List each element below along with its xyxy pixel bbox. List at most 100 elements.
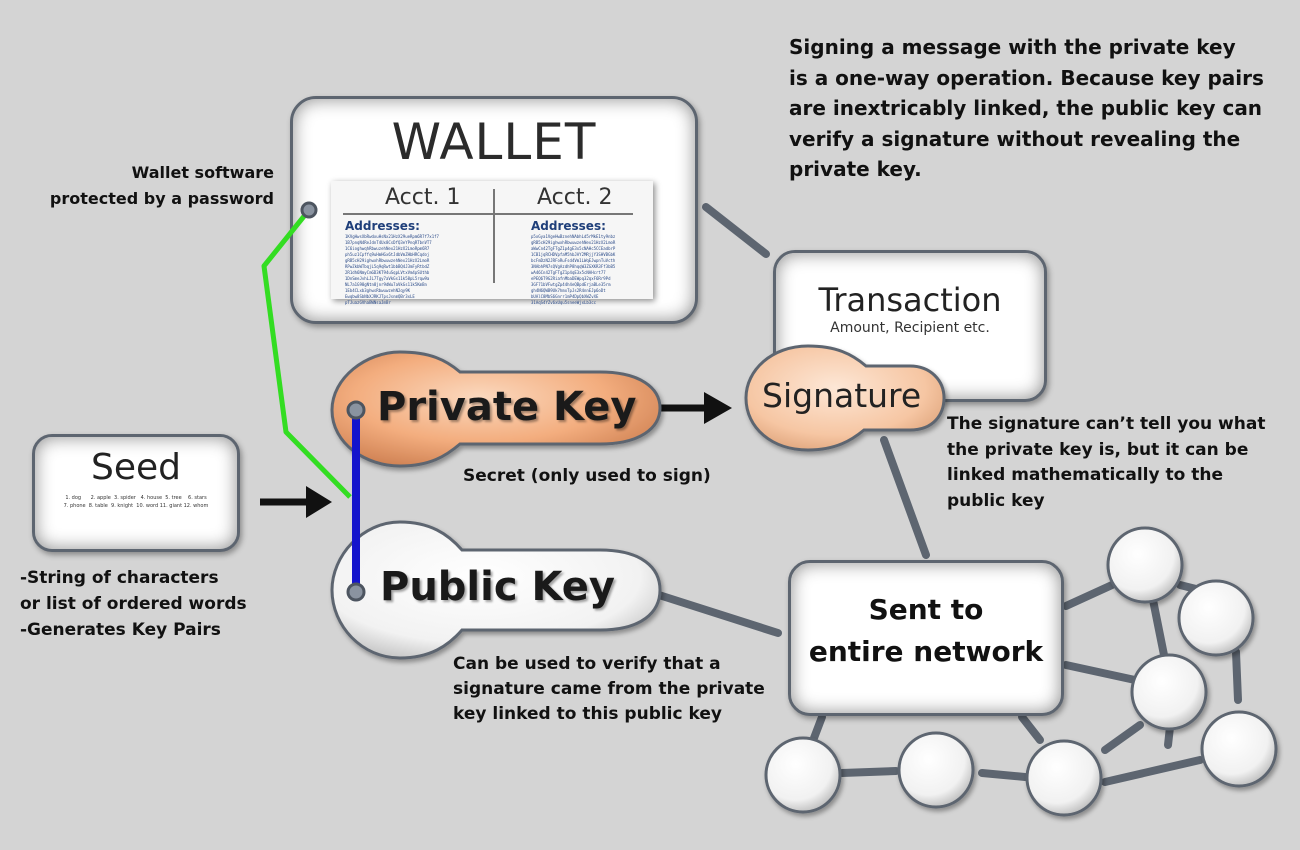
network-edge [1101, 756, 1204, 786]
public-key-hole-icon [346, 582, 366, 602]
wallet-box: WALLET Acct. 1 Acct. 2 Addresses: Addres… [290, 96, 698, 324]
network-edge [1062, 581, 1116, 610]
address-line: bcFmDzN2JRFoRuFsd4Vm1LWqEJwpnTuVcth [531, 258, 616, 263]
public-key-label: Public Key [380, 564, 615, 610]
account-2-label: Acct. 2 [537, 185, 613, 210]
address-line: 1DnSmeJvhLJL7Tgy7aVkGs11k58pL5rqw9a [345, 276, 430, 281]
address-line: aWwCn42TgFTgZ1p4gE3x5cNAHc5CCEadbrP [531, 246, 616, 251]
network-edge [978, 769, 1029, 781]
public-key-to-network-connector [655, 591, 782, 637]
address-line: 1Eb4CLxb3ghwsRbwuwzehN2qy9K [345, 288, 411, 293]
seed-words-line-2: 7. phone 8. table 9. knight 10. word 11.… [63, 503, 209, 509]
network-node [1130, 653, 1208, 731]
signing-note: Signing a message with the private key i… [789, 32, 1264, 185]
network-node [1106, 526, 1184, 604]
signature-note-line: public key [947, 490, 1045, 511]
address-line: bUAlC8MbS6Gnrr1mP4DpQbXWZvXE [531, 294, 599, 299]
accounts-ledger: Acct. 1 Acct. 2 Addresses: Addresses: 1K… [331, 181, 653, 305]
address-line: 2R1dh6NmyCmGD3KT94uSqpLVtxVm4pSUthb [345, 270, 430, 275]
signature-note-line: The signature can’t tell you what [947, 414, 1266, 434]
signing-note-line: is a one-way operation. Because key pair… [789, 65, 1264, 90]
address-line: 3GF71bVFwtgZp44h4eQBpdErjaBLe35rm [531, 282, 611, 287]
private-key-caption: Secret (only used to sign) [463, 466, 711, 486]
signature-to-network-connector [880, 436, 930, 559]
signature-label: Signature [762, 376, 922, 415]
private-key-shape [330, 350, 662, 468]
password-link-line [261, 208, 352, 499]
address-line: gRB5cH29ighwxhRbwuwzehNex21HzX2LmoR [345, 258, 430, 263]
network-line-2: entire network [808, 635, 1044, 668]
wallet-title: WALLET [391, 113, 597, 171]
network-edge [810, 713, 826, 742]
account-2-addresses-heading: Addresses: [531, 219, 606, 233]
wallet-software-note: Wallet software protected by a password [40, 160, 274, 212]
network-node [897, 731, 975, 809]
ledger-divider-vertical [493, 189, 495, 283]
address-line: wA46Cn42TgFTgZ1p4qE3x5cNAHcrt77 [531, 270, 606, 275]
public-key-caption-line: key linked to this public key [453, 704, 722, 724]
address-line: gRB5cH29ighwxhRbwuwzehNex21HzX2LmoR [531, 240, 616, 245]
seed-description-line: -String of characters [20, 568, 219, 588]
address-line: p5xGya1VgeHwBznehNAbhLd5rMkE1ty9nbz [531, 234, 616, 239]
signature-shape [744, 344, 946, 452]
wallet-software-note-line: Wallet software [131, 163, 274, 182]
address-line: Ewqbw8SbNbXJRKJTpsJsnmQBr3xLE [345, 294, 415, 299]
address-line: 1CB1jqRCHDVpfaM5hbJAY2MRjjY3SHVBGbK [531, 252, 616, 257]
public-key-caption-line: Can be used to verify that a [453, 654, 721, 674]
private-key-hole-icon [346, 400, 366, 420]
network-edge [1232, 648, 1242, 704]
account-1-address-list: 1KVgHwsXbRwdxuHsNx21HzX29ueRpm6R7f7x1f7 … [345, 234, 475, 306]
address-line: gh4N6QWB9Uk7hmxTpJs2R4nnEJp6oDt [531, 288, 606, 293]
address-line: 3NAbhPN7sQVgAzdhP8hqqW3ZGXKR3Ff3bB5 [531, 264, 616, 269]
account-1-addresses-heading: Addresses: [345, 219, 420, 233]
signature-note: The signature can’t tell you what the pr… [947, 412, 1265, 514]
public-key-caption-line: signature came from the private [453, 679, 765, 699]
private-key-to-signature-arrow [660, 392, 732, 424]
network-box: Sent to entire network [788, 560, 1064, 716]
address-line: NL7a1G98gNtn8jnr9dWu7aVkGs11k5KmBn [345, 282, 427, 287]
wallet-software-note-line: protected by a password [49, 189, 274, 208]
address-line: 31AqS4YZv6xUqu5sneeWjxLb3cc [531, 300, 597, 305]
network-edge [838, 767, 900, 777]
signing-note-line: private key. [789, 157, 922, 181]
seed-to-keys-arrow [260, 486, 332, 518]
address-line: ePEQ6T9G2RiafnMbaDEWpq32qxF6Rr9Pd [531, 276, 611, 281]
address-line: RPwZkbWTbqjL5q9qRwt1bbBQ4J3mFyRtbdZ [345, 264, 430, 269]
address-line: pTJuazGVhaBWNsaJmBr [345, 300, 391, 305]
signing-note-line: verify a signature without revealing the [789, 126, 1241, 151]
ledger-divider-horizontal [343, 213, 633, 215]
address-line: 1C6ioghwqhRbwuzehNex21HzX2LmoRpm6R7 [345, 246, 430, 251]
account-2-address-list: p5xGya1VgeHwBznehNAbhLd5rMkE1ty9nbz gRB5… [531, 234, 643, 306]
network-edge [1101, 721, 1144, 754]
wallet-keyhole-icon [300, 201, 318, 219]
signing-note-line: are inextricably linked, the public key … [789, 96, 1263, 120]
address-line: ph5uz1Cpffq9uHmHGx6tJdbVmZHbHRCqdoj [345, 252, 430, 257]
network-node [1177, 579, 1255, 657]
seed-box: Seed 1. dog 2. apple 3. spider 4. house … [32, 434, 240, 552]
network-edge [1062, 661, 1139, 684]
network-line-1: Sent to [868, 593, 984, 626]
network-edge [1018, 713, 1044, 744]
network-edge [1149, 596, 1169, 664]
seed-description-line: -Generates Key Pairs [20, 620, 221, 640]
transaction-title: Transaction [818, 281, 1002, 319]
transaction-subtitle: Amount, Recipient etc. [830, 320, 990, 336]
network-node [764, 736, 842, 814]
signature-note-line: linked mathematically to the [947, 465, 1223, 485]
public-key-shape [330, 520, 662, 660]
connector-lines [655, 203, 1242, 786]
seed-description: -String of characters or list of ordered… [20, 565, 247, 643]
seed-description-line: or list of ordered words [20, 594, 247, 614]
network-node [1200, 710, 1278, 788]
wallet-to-transaction-connector [702, 203, 770, 258]
network-node [1025, 739, 1103, 817]
address-line: 1KVgHwsXbRwdxuHsNx21HzX29ueRpm6R7f7x1f7 [345, 234, 439, 239]
public-key-caption: Can be used to verify that a signature c… [453, 652, 765, 727]
seed-title: Seed [91, 447, 181, 488]
address-line: 1B7pnqN4ReJdnT4Ux8CsDfQ3eYPnqRTbnVT7 [345, 240, 432, 245]
signing-note-line: Signing a message with the private key [789, 35, 1236, 59]
signature-note-line: the private key is, but it can be [947, 439, 1249, 460]
